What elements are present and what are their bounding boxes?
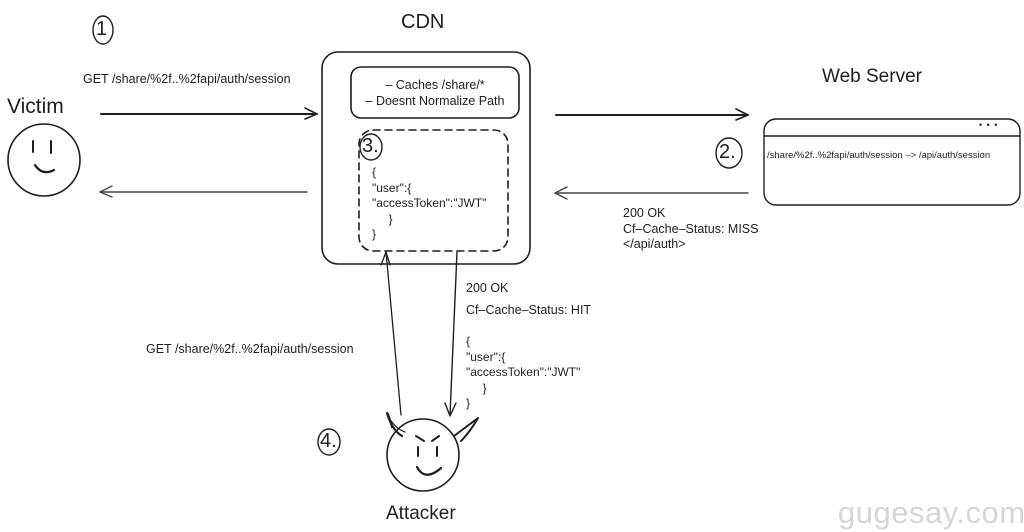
window-menu-dots-icon: • • • xyxy=(979,120,999,130)
cdn-rule-normalize: – Doesnt Normalize Path xyxy=(365,93,505,108)
attacker-label: Attacker xyxy=(386,503,456,524)
step-2-circle xyxy=(715,137,743,169)
arrow-cdn-to-attacker xyxy=(444,251,458,417)
cdn-cached-body: { "user":{ "accessToken":"JWT" } } xyxy=(372,165,487,241)
arrow-attacker-to-cdn xyxy=(380,251,402,416)
arrow-cdn-to-victim xyxy=(99,185,308,198)
origin-response-label: 200 OK Cf–Cache–Status: MISS </api/auth> xyxy=(623,206,758,253)
origin-response-cache-header: Cf–Cache–Status: MISS xyxy=(623,221,759,236)
cached-response-cache-header: Cf–Cache–Status: HIT xyxy=(466,303,592,317)
arrow-cdn-to-web-server xyxy=(555,108,749,121)
arrow-web-server-to-cdn xyxy=(554,186,749,200)
victim-label: Victim xyxy=(7,95,64,118)
web-server-rewrite: /share/%2f..%2fapi/auth/session –> /api/… xyxy=(767,150,991,161)
web-server-label: Web Server xyxy=(822,66,922,87)
step-4: 4. xyxy=(320,430,337,452)
step-1-circle xyxy=(92,15,114,45)
victim-face-icon xyxy=(7,123,81,197)
watermark: gugesay.com xyxy=(838,495,1024,530)
web-server-window xyxy=(763,118,1021,206)
cached-response-body: { "user":{ "accessToken":"JWT" } } xyxy=(466,334,581,410)
origin-response-link: </api/auth> xyxy=(623,237,686,251)
cdn-rule-caches: – Caches /share/* xyxy=(385,78,485,92)
step-3: 3. xyxy=(362,135,379,157)
cdn-cache-box xyxy=(358,129,509,252)
cdn-label: CDN xyxy=(401,11,445,33)
cdn-rules: – Caches /share/* – Doesnt Normalize Pat… xyxy=(351,78,519,109)
step-2: 2. xyxy=(719,141,736,163)
step-1: 1 xyxy=(96,18,108,40)
step-4-circle xyxy=(317,428,341,456)
cdn-rules-box xyxy=(350,66,520,119)
cdn-box xyxy=(321,51,531,265)
attacker-devil-icon xyxy=(385,411,479,492)
origin-response-status: 200 OK xyxy=(623,206,666,220)
cached-response-status: 200 OK xyxy=(466,281,509,295)
attacker-request-label: GET /share/%2f..%2fapi/auth/session xyxy=(146,342,354,356)
victim-request-label: GET /share/%2f..%2fapi/auth/session xyxy=(83,72,291,86)
arrow-victim-to-cdn xyxy=(100,107,318,120)
step-3-circle xyxy=(359,133,383,161)
